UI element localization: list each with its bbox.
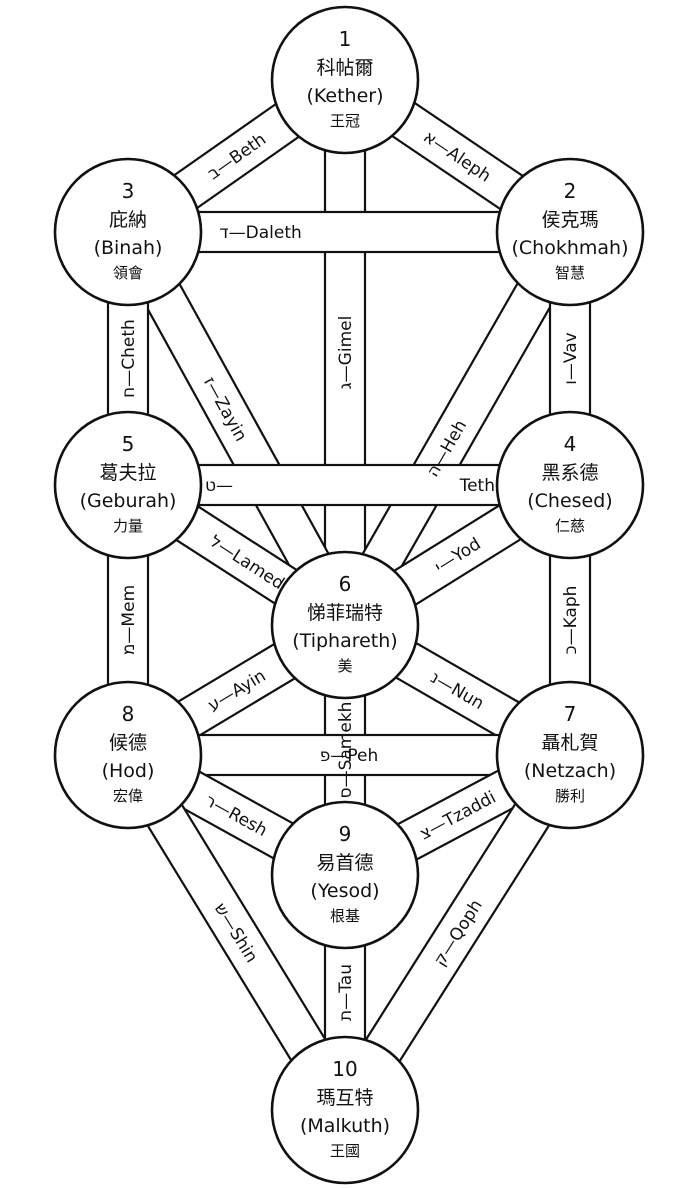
sephirah-circle (270, 5, 420, 155)
sephirah-number: 9 (339, 822, 352, 846)
sephirah-chinese-name: 聶札賀 (541, 732, 598, 754)
sephirah-hod: 8 候德 (Hod) 宏偉 (53, 680, 203, 830)
path-label-peh: פ—Peh (320, 746, 379, 766)
sephirah-meaning: 王冠 (330, 112, 360, 130)
sephirah-meaning: 領會 (113, 264, 143, 282)
sephirah-number: 7 (564, 702, 577, 726)
sephirah-number: 5 (122, 432, 135, 456)
sephirah-english-name: (Geburah) (80, 490, 177, 512)
sephirah-meaning: 力量 (113, 517, 143, 535)
sephirah-netzach: 7 聶札賀 (Netzach) 勝利 (495, 680, 645, 830)
sephirah-meaning: 仁慈 (555, 517, 585, 535)
sephirah-number: 10 (332, 1057, 357, 1081)
sephirah-meaning: 美 (337, 657, 352, 675)
sephirah-chinese-name: 悌菲瑞特 (307, 602, 383, 624)
sephirah-number: 8 (122, 702, 135, 726)
sephirah-number: 4 (564, 432, 577, 456)
sephirah-english-name: (Kether) (306, 85, 383, 107)
sephirah-circle (270, 1035, 420, 1185)
sephirah-tiphareth: 6 悌菲瑞特 (Tiphareth) 美 (270, 550, 420, 700)
sephirah-meaning: 根基 (330, 907, 360, 925)
path-label-kaph: כ—Kaph (561, 586, 581, 655)
sephirah-meaning: 智慧 (555, 264, 585, 282)
sephirah-english-name: (Tiphareth) (292, 630, 397, 652)
sephirah-chinese-name: 葛夫拉 (99, 462, 156, 484)
path-label-cheth: ח—Cheth (119, 319, 139, 398)
sephirah-chinese-name: 科帖爾 (316, 57, 373, 79)
sephirah-circle (53, 680, 203, 830)
path-label-vav: ו—Vav (561, 332, 581, 384)
sephirah-meaning: 王國 (330, 1142, 360, 1160)
sephirah-chinese-name: 侯克瑪 (541, 209, 598, 231)
sephirah-meaning: 勝利 (555, 787, 585, 805)
path-label-gimel: ג—Gimel (336, 316, 356, 390)
sephirah-chinese-name: 易首德 (316, 852, 373, 874)
sephirah-chinese-name: 庇納 (109, 209, 147, 231)
sephirah-number: 1 (339, 27, 352, 51)
sephirah-yesod: 9 易首德 (Yesod) 根基 (270, 800, 420, 950)
sephirah-chinese-name: 候德 (109, 732, 147, 754)
path-label-teth-letter: ט— (205, 476, 233, 496)
sephirah-chesed: 4 黑系德 (Chesed) 仁慈 (495, 410, 645, 560)
sephirah-circle (495, 157, 645, 307)
sephirah-chinese-name: 瑪互特 (316, 1087, 373, 1109)
path-label-teth: Teth (459, 476, 495, 496)
sephirah-number: 2 (564, 179, 577, 203)
sephirah-binah: 3 庇納 (Binah) 領會 (53, 157, 203, 307)
sephirah-english-name: (Hod) (102, 760, 155, 782)
sephirah-english-name: (Binah) (94, 237, 163, 259)
sephirah-circle (495, 680, 645, 830)
sephirah-kether: 1 科帖爾 (Kether) 王冠 (270, 5, 420, 155)
sephirah-circle (53, 410, 203, 560)
sephirah-number: 6 (339, 572, 352, 596)
sephirah-english-name: (Malkuth) (300, 1115, 390, 1137)
path-label-samekh: ס—Samekh (336, 702, 356, 799)
sephirah-english-name: (Yesod) (310, 880, 379, 902)
sephirah-chinese-name: 黑系德 (541, 462, 598, 484)
sephirah-circle (53, 157, 203, 307)
sephiroth-layer: 1 科帖爾 (Kether) 王冠 2 侯克瑪 (Chokhmah) 智慧 3 庇納 (Binah)… (53, 5, 645, 1185)
path-label-mem: מ—Mem (119, 585, 139, 655)
sephirah-chokhmah: 2 侯克瑪 (Chokhmah) 智慧 (495, 157, 645, 307)
sephirah-number: 3 (122, 179, 135, 203)
sephirah-english-name: (Chokhmah) (512, 237, 629, 259)
sephirah-english-name: (Netzach) (524, 760, 616, 782)
sephirah-malkuth: 10 瑪互特 (Malkuth) 王國 (270, 1035, 420, 1185)
path-label-daleth: ד—Daleth (219, 223, 301, 243)
sephirah-geburah: 5 葛夫拉 (Geburah) 力量 (53, 410, 203, 560)
sephirah-circle (270, 550, 420, 700)
sephirah-circle (270, 800, 420, 950)
sephirah-circle (495, 410, 645, 560)
path-label-tau: ת—Tau (336, 964, 356, 1021)
sephirah-meaning: 宏偉 (113, 787, 143, 805)
sephirah-english-name: (Chesed) (527, 490, 612, 512)
